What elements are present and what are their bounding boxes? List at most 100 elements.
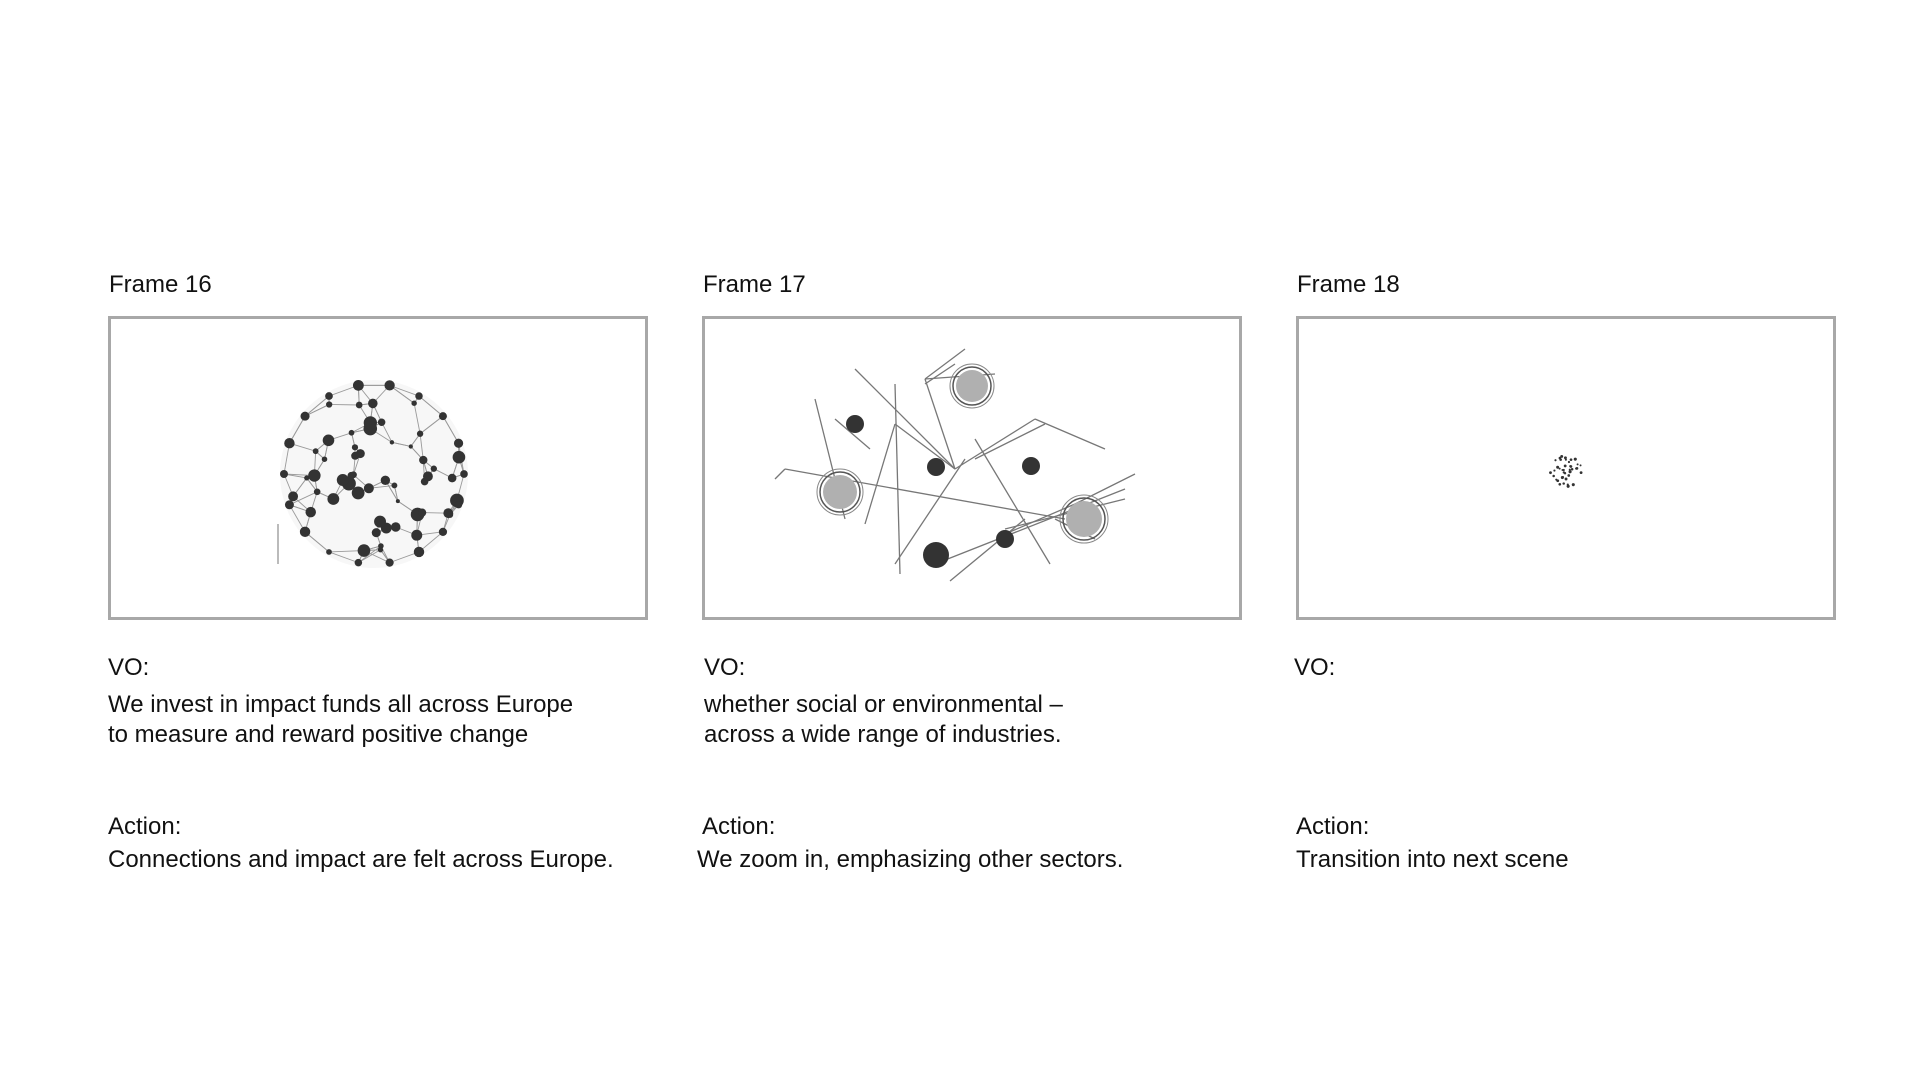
vo-line-2: to measure and reward positive change [108,721,529,748]
network-node [460,470,468,478]
network-edge [419,433,424,461]
network-node [326,549,332,555]
network-edge [391,441,411,447]
node-ring [1059,494,1109,544]
network-node [327,493,340,505]
network-node [354,558,363,567]
network-node [348,429,355,436]
node-ring [1062,497,1106,541]
network-edge [419,415,444,435]
frame-title: Frame 18 [1297,271,1400,298]
sphere-dot [1569,458,1573,462]
action-label: Action: [1296,813,1370,840]
network-edge [894,423,956,470]
network-node [454,501,463,509]
network-node [438,527,448,536]
network-node [447,473,457,483]
network-node-dark [846,415,864,433]
network-node [411,400,417,406]
node-ring [819,471,861,513]
sphere-dot [1568,470,1572,474]
network-node [368,398,378,409]
network-node [452,450,466,464]
network-edge [924,348,966,380]
sphere-dot [1564,456,1567,460]
sphere-dot [1552,474,1555,478]
network-edge [358,545,382,563]
network-edge [413,403,421,434]
storyboard-frame-16: Frame 16 VO: We invest in impact funds a… [108,270,648,875]
vo-label: VO: [704,654,746,681]
node-ring [816,468,864,516]
sphere-dot [1556,479,1560,483]
network-node [418,508,427,517]
network-edge [304,395,330,417]
network-edge [381,422,393,443]
network-edge [328,551,359,564]
network-node [325,392,333,400]
network-node [423,471,433,482]
network-node [384,380,395,391]
network-edge [834,418,871,450]
network-edge [954,418,1036,470]
network-node [305,506,316,518]
sphere-dot [1559,458,1562,461]
node-ring [952,366,992,406]
storyboard-frame-17: Frame 17 VO: whether social or environme… [697,270,1242,875]
sphere-dot [1553,469,1556,472]
network-node [321,456,328,462]
frame-image-tiny-sphere [1296,316,1836,620]
globe-backdrop [280,380,468,568]
network-node [390,522,401,532]
network-node [413,546,425,558]
network-node [326,401,333,408]
network-edge [949,518,1026,582]
node-ring [949,363,995,409]
sphere-dot [1558,482,1562,486]
network-node [352,379,364,391]
sphere-dot [1554,459,1557,462]
vo-label: VO: [1294,654,1336,681]
sphere-dot [1561,476,1565,479]
network-edge [774,468,786,480]
network-edge [389,384,420,397]
network-edge [1004,503,1076,535]
action-text: We zoom in, emphasizing other sectors. [697,846,1124,873]
sphere-dot [1570,468,1574,471]
frame-image-zoomed-network [702,316,1242,620]
network-edge [442,415,459,444]
network-node-light [1066,501,1102,537]
network-node [380,475,391,485]
sphere-dot [1567,460,1571,464]
network-node [284,500,294,510]
network-node [411,529,423,541]
sphere-dot [1573,457,1577,461]
network-edge [974,438,1051,565]
network-node [377,547,384,553]
sphere-dot [1579,471,1583,475]
action-text: Connections and impact are felt across E… [108,846,614,873]
network-edge [864,423,896,525]
network-node-dark [1022,457,1040,475]
network-node [446,511,454,518]
network-node-light [956,370,988,402]
vo-text: whether social or environmental – across… [704,690,1242,750]
network-edge [304,531,330,553]
sphere-dot [1571,483,1575,487]
network-node-light [823,475,857,509]
network-edge [974,423,1046,460]
network-node [438,412,447,421]
network-node [312,448,319,455]
sphere-dot [1579,464,1582,467]
network-node [408,444,413,449]
network-node [308,469,321,482]
network-edge [289,504,306,533]
sphere-dot [1562,471,1566,474]
network-node [304,475,310,481]
network-node [313,488,321,496]
tiny-dotted-sphere-illustration [1549,454,1583,488]
network-edge [329,404,360,406]
action-label: Action: [108,813,182,840]
network-node [336,474,349,486]
network-edge [894,383,901,575]
